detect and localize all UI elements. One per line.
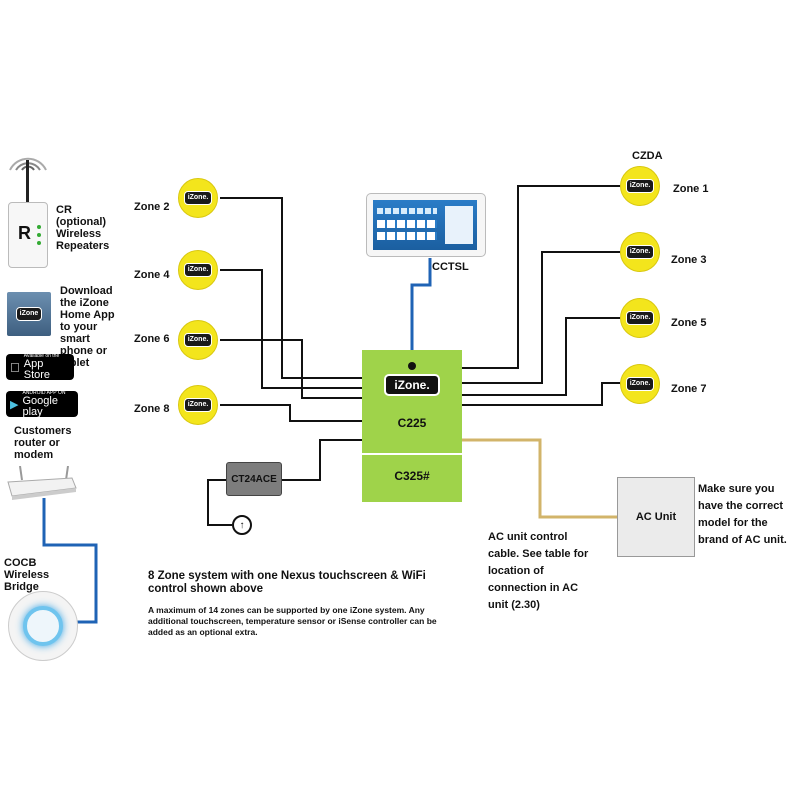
ac-model-note: Make sure you have the correct model for… [698,483,787,546]
zone-damper: iZone. [178,385,218,425]
bridge-label: COCB Wireless Bridge [4,557,50,593]
repeater-letter: R [18,223,31,243]
izone-logo: iZone. [183,333,213,347]
ct24ace-label: CT24ACE [231,473,277,485]
izone-logo: iZone. [625,377,655,391]
izone-logo: iZone. [625,179,655,193]
wire-router-bridge [42,498,98,624]
izone-logo: iZone. [625,245,655,259]
repeater-antenna [26,160,29,202]
zone-damper: iZone. [620,298,660,338]
google-small-text: ANDROID APP ON [22,390,66,396]
caption-body: A maximum of 14 zones can be supported b… [148,605,437,637]
zone-label: Zone 7 [671,383,707,395]
repeater-device: R [8,202,48,268]
wire-zone-8 [220,404,362,422]
status-led [37,225,41,229]
controller-divider [362,453,462,455]
app-store-small-text: Available on the [14,353,60,365]
izone-logo: iZone. [183,398,213,412]
google-big-text: Google play [22,395,58,418]
zone-label: Zone 8 [134,403,170,415]
zone-label: Zone 4 [134,269,170,281]
wire-zone-4 [220,269,362,389]
ct24ace-box: CT24ACE [226,462,282,496]
zone-label: Zone 6 [134,333,170,345]
router-icon [6,465,78,500]
app-download-label: Download the iZone Home App to your smar… [60,285,115,369]
app-icon-text: iZone [15,307,43,321]
wire-zone-5 [462,317,620,396]
controller-brand: iZone. [394,378,430,392]
app-store-big-text: App Store [14,359,63,381]
apple-icon:  [10,360,20,375]
zone-damper: iZone. [178,178,218,218]
status-led [37,233,41,237]
ac-cable-note: AC unit control cable. See table for loc… [488,531,589,611]
touchscreen-device [366,193,486,257]
izone-logo: iZone. [183,191,213,205]
zone-label: Zone 5 [671,317,707,329]
temperature-sensor-icon: ↑ [232,515,252,535]
wireless-bridge-icon [8,591,78,661]
controller-model-c325: C325# [394,469,430,483]
play-icon: ▶ [10,398,19,411]
zone-damper: iZone. [178,250,218,290]
controller-box: iZone. C225 C325# [362,350,462,502]
zone-label: Zone 2 [134,201,170,213]
wire-zone-7 [462,382,620,406]
wire-ac-cable [462,438,617,519]
router-label: Customers router or modem [14,425,72,461]
izone-logo: iZone. [384,374,440,396]
wire-touchscreen [410,258,432,350]
caption-headline: 8 Zone system with one Nexus touchscreen… [148,570,426,595]
touchscreen-label: CCTSL [432,261,469,273]
wire-zone-3 [462,251,620,384]
google-play-badge[interactable]: ▶ ANDROID APP ON Google play [6,390,78,418]
zone-label: Zone 3 [671,254,707,266]
zone-damper: iZone. [178,320,218,360]
wire-ct24ace-sensor [207,479,232,526]
controller-model-c225: C225 [397,416,427,430]
app-store-badge[interactable]:  Available on the App Store [6,353,74,381]
izone-logo: iZone. [625,311,655,325]
zone-damper: iZone. [620,166,660,206]
wire-zone-6 [220,339,362,399]
repeater-label: CR (optional) Wireless Repeaters [56,204,110,252]
status-led [37,241,41,245]
zone-damper: iZone. [620,232,660,272]
controller-led [408,362,416,370]
ac-unit-box: AC Unit [617,477,695,557]
zone-label: Zone 1 [673,183,709,195]
wire-zone-2 [220,197,362,379]
wire-zone-1 [462,185,620,369]
touchscreen-display [373,200,477,250]
ac-unit-label: AC Unit [635,511,677,523]
zone-damper: iZone. [620,364,660,404]
izone-logo: iZone. [183,263,213,277]
czda-label: CZDA [632,150,663,162]
wire-ct24ace [282,439,362,481]
izone-app-icon[interactable]: iZone [7,292,51,336]
